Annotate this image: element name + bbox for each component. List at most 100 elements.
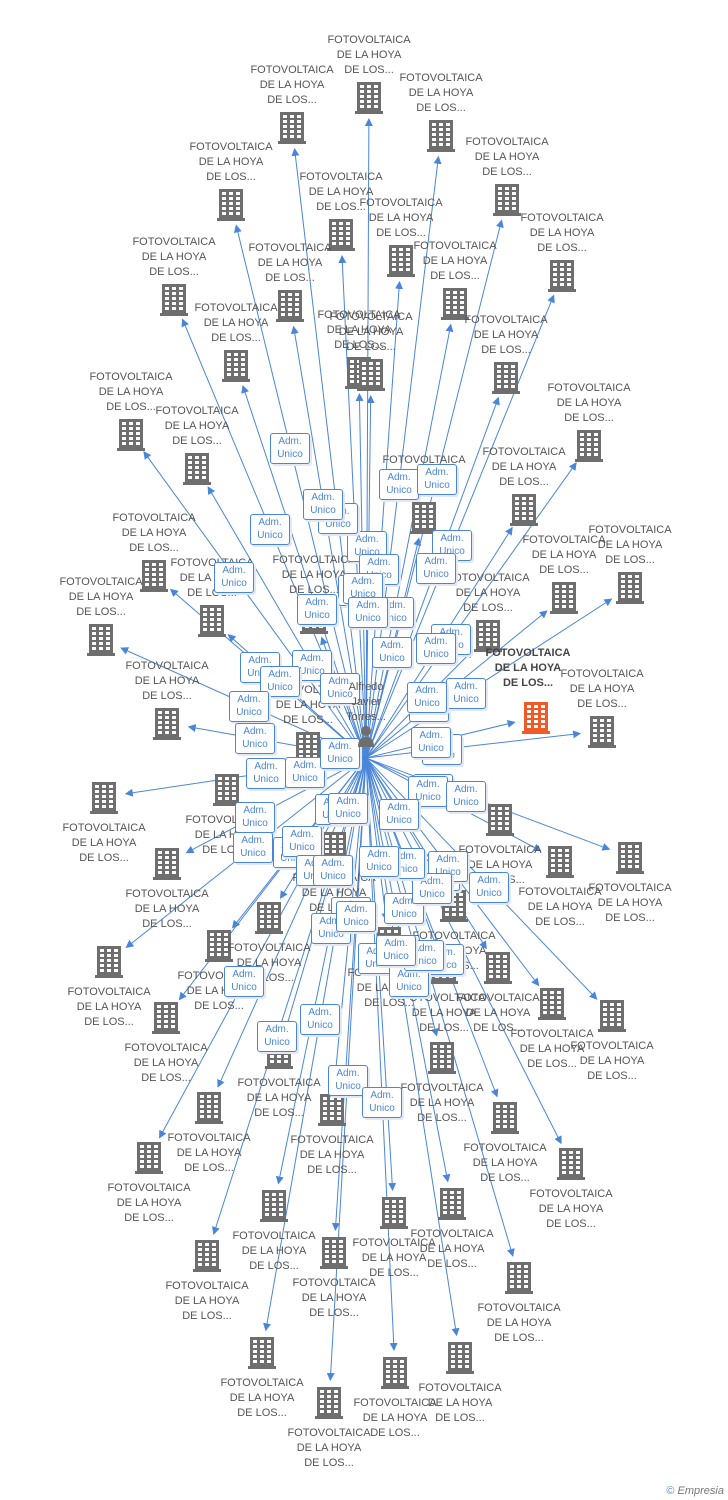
role-badge-36[interactable]: Adm. Unico bbox=[411, 727, 451, 758]
role-badge-41[interactable]: Adm. Unico bbox=[313, 855, 353, 886]
company-node-38[interactable]: FOTOVOLTAICA DE LA HOYA DE LOS... bbox=[564, 996, 660, 1084]
person-node[interactable]: Alfredo Javier Torres... bbox=[336, 680, 396, 752]
company-node-13[interactable]: FOTOVOLTAICA DE LA HOYA DE LOS... bbox=[458, 313, 554, 401]
role-badge-24[interactable]: Adm. Unico bbox=[235, 723, 275, 754]
company-node-21[interactable]: FOTOVOLTAICA DE LA HOYA DE LOS... bbox=[582, 523, 678, 611]
company-node-55[interactable]: FOTOVOLTAICA DE LA HOYA DE LOS... bbox=[412, 1338, 508, 1426]
role-badge-23[interactable]: Adm. Unico bbox=[407, 682, 447, 713]
role-badge-63[interactable]: Adm. Unico bbox=[320, 673, 360, 704]
role-badge-61[interactable]: Adm. Unico bbox=[379, 799, 419, 830]
company-node-43[interactable]: FOTOVOLTAICA DE LA HOYA DE LOS... bbox=[394, 1038, 490, 1126]
role-badge-26[interactable]: Adm. Unico bbox=[246, 758, 286, 789]
company-node-6[interactable]: FOTOVOLTAICA DE LA HOYA DE LOS... bbox=[353, 196, 449, 284]
company-node-37[interactable]: FOTOVOLTAICA DE LA HOYA DE LOS... bbox=[504, 984, 600, 1072]
company-node-23[interactable]: FOTOVOLTAICA DE LA HOYA DE LOS... bbox=[440, 571, 536, 659]
company-node-18[interactable]: FOTOVOLTAICA DE LA HOYA DE LOS... bbox=[106, 511, 202, 599]
company-node-0[interactable]: FOTOVOLTAICA DE LA HOYA DE LOS... bbox=[321, 33, 417, 121]
company-node-51[interactable]: FOTOVOLTAICA DE LA HOYA DE LOS... bbox=[471, 1258, 567, 1346]
company-node-31[interactable]: FOTOVOLTAICA DE LA HOYA DE LOS... bbox=[582, 838, 678, 926]
role-badge-49[interactable]: Adm. Unico bbox=[257, 1021, 297, 1052]
company-node-14[interactable]: FOTOVOLTAICA DE LA HOYA DE LOS... bbox=[83, 370, 179, 458]
company-node-15[interactable]: FOTOVOLTAICA DE LA HOYA DE LOS... bbox=[149, 404, 245, 492]
role-badge-2[interactable]: Adm. Unico bbox=[379, 469, 419, 500]
company-node-45[interactable]: FOTOVOLTAICA DE LA HOYA DE LOS... bbox=[523, 1144, 619, 1232]
role-badge-56[interactable]: Adm. Unico bbox=[348, 597, 388, 628]
company-node-50[interactable]: FOTOVOLTAICA DE LA HOYA DE LOS... bbox=[286, 1233, 382, 1321]
role-badge-13[interactable]: Adm. Unico bbox=[416, 553, 456, 584]
role-badge-4[interactable]: Adm. Unico bbox=[270, 433, 310, 464]
company-label: FOTOVOLTAICA DE LA HOYA DE LOS... bbox=[359, 197, 443, 239]
role-badge-45[interactable]: Adm. Unico bbox=[412, 873, 452, 904]
company-node-7[interactable]: FOTOVOLTAICA DE LA HOYA DE LOS... bbox=[514, 211, 610, 299]
company-node-35[interactable]: FOTOVOLTAICA DE LA HOYA DE LOS... bbox=[118, 998, 214, 1086]
company-node-2[interactable]: FOTOVOLTAICA DE LA HOYA DE LOS... bbox=[393, 71, 489, 159]
role-badge-38[interactable]: Adm. Unico bbox=[469, 872, 509, 903]
role-badge-31[interactable]: Adm. Unico bbox=[446, 781, 486, 812]
company-node-63[interactable]: FOTOVOLTAICA DE LA HOYA DE LOS... bbox=[266, 553, 362, 641]
company-node-9[interactable]: FOTOVOLTAICA DE LA HOYA DE LOS... bbox=[242, 241, 338, 329]
role-badge-62[interactable]: Adm. Unico bbox=[372, 637, 412, 668]
company-node-8[interactable]: FOTOVOLTAICA DE LA HOYA DE LOS... bbox=[126, 235, 222, 323]
company-node-20[interactable]: FOTOVOLTAICA DE LA HOYA DE LOS... bbox=[516, 533, 612, 621]
company-node-54[interactable]: FOTOVOLTAICA DE LA HOYA DE LOS... bbox=[347, 1353, 443, 1441]
company-node-34[interactable]: FOTOVOLTAICA DE LA HOYA DE LOS... bbox=[450, 948, 546, 1036]
company-node-highlighted[interactable] bbox=[488, 698, 584, 741]
role-badge-50[interactable]: Adm. Unico bbox=[336, 901, 376, 932]
company-node-17[interactable]: FOTOVOLTAICA DE LA HOYA DE LOS... bbox=[476, 445, 572, 533]
company-node-49[interactable]: FOTOVOLTAICA DE LA HOYA DE LOS... bbox=[159, 1236, 255, 1324]
company-node-1[interactable]: FOTOVOLTAICA DE LA HOYA DE LOS... bbox=[244, 63, 340, 151]
building-icon bbox=[183, 453, 211, 485]
building-icon bbox=[222, 350, 250, 382]
role-badge-11[interactable]: Adm. Unico bbox=[297, 594, 337, 625]
building-icon bbox=[381, 1357, 409, 1389]
company-node-25[interactable]: FOTOVOLTAICA DE LA HOYA DE LOS... bbox=[554, 667, 650, 755]
company-node-5[interactable]: FOTOVOLTAICA DE LA HOYA DE LOS... bbox=[293, 170, 389, 258]
company-node-40[interactable]: FOTOVOLTAICA DE LA HOYA DE LOS... bbox=[161, 1088, 257, 1176]
role-badge-8[interactable]: Adm. Unico bbox=[250, 514, 290, 545]
company-node-24[interactable]: FOTOVOLTAICA DE LA HOYA DE LOS... bbox=[119, 659, 215, 747]
company-node-42[interactable]: FOTOVOLTAICA DE LA HOYA DE LOS... bbox=[284, 1090, 380, 1178]
role-badge-21[interactable]: Adm. Unico bbox=[446, 678, 486, 709]
role-badge-52[interactable]: Adm. Unico bbox=[300, 1004, 340, 1035]
role-badge-9[interactable]: Adm. Unico bbox=[303, 489, 343, 520]
role-badge-53[interactable]: Adm. Unico bbox=[328, 1065, 368, 1096]
company-node-11[interactable]: FOTOVOLTAICA DE LA HOYA DE LOS... bbox=[188, 301, 284, 389]
role-badge-3[interactable]: Adm. Unico bbox=[417, 464, 457, 495]
role-badge-29[interactable]: Adm. Unico bbox=[235, 802, 275, 833]
company-node-44[interactable]: FOTOVOLTAICA DE LA HOYA DE LOS... bbox=[457, 1098, 553, 1186]
role-badge-14[interactable]: Adm. Unico bbox=[214, 562, 254, 593]
building-icon bbox=[278, 112, 306, 144]
company-node-30[interactable]: FOTOVOLTAICA DE LA HOYA DE LOS... bbox=[512, 842, 608, 930]
role-badge-27[interactable]: Adm. Unico bbox=[285, 757, 325, 788]
footer-brand[interactable]: © Empresia bbox=[666, 1485, 724, 1497]
building-icon bbox=[95, 946, 123, 978]
company-node-3[interactable]: FOTOVOLTAICA DE LA HOYA DE LOS... bbox=[459, 135, 555, 223]
company-node-29[interactable]: FOTOVOLTAICA DE LA HOYA DE LOS... bbox=[119, 844, 215, 932]
company-node-16[interactable]: FOTOVOLTAICA DE LA HOYA DE LOS... bbox=[541, 381, 637, 469]
role-badge-32[interactable]: Adm. Unico bbox=[233, 832, 273, 863]
role-badge-39[interactable]: Adm. Unico bbox=[224, 966, 264, 997]
role-badge-57[interactable]: Adm. Unico bbox=[320, 738, 360, 769]
role-badge-64[interactable]: Adm. Unico bbox=[328, 793, 368, 824]
role-badge-54[interactable]: Adm. Unico bbox=[362, 1087, 402, 1118]
edge-59 bbox=[365, 757, 390, 922]
company-node-47[interactable]: FOTOVOLTAICA DE LA HOYA DE LOS... bbox=[346, 1193, 442, 1281]
role-badge-35[interactable]: Adm. Unico bbox=[282, 826, 322, 857]
building-icon bbox=[248, 1337, 276, 1369]
role-badge-22[interactable]: Adm. Unico bbox=[229, 691, 269, 722]
company-node-52[interactable]: FOTOVOLTAICA DE LA HOYA DE LOS... bbox=[214, 1333, 310, 1421]
role-badge-55[interactable]: Adm. Unico bbox=[376, 935, 416, 966]
company-node-48[interactable]: FOTOVOLTAICA DE LA HOYA DE LOS... bbox=[404, 1184, 500, 1272]
company-node-22[interactable]: FOTOVOLTAICA DE LA HOYA DE LOS... bbox=[53, 575, 149, 663]
role-badge-17[interactable]: Adm. Unico bbox=[416, 633, 456, 664]
company-node-26[interactable]: FOTOVOLTAICA DE LA HOYA DE LOS... bbox=[56, 778, 152, 866]
company-node-56[interactable]: FOTOVOLTAICA DE LA HOYA DE LOS... bbox=[323, 310, 419, 398]
company-node-32[interactable]: FOTOVOLTAICA DE LA HOYA DE LOS... bbox=[61, 942, 157, 1030]
role-badge-30[interactable]: Adm. Unico bbox=[408, 776, 448, 807]
company-node-53[interactable]: FOTOVOLTAICA DE LA HOYA DE LOS... bbox=[281, 1383, 377, 1471]
company-node-4[interactable]: FOTOVOLTAICA DE LA HOYA DE LOS... bbox=[183, 140, 279, 228]
company-node-46[interactable]: FOTOVOLTAICA DE LA HOYA DE LOS... bbox=[226, 1186, 322, 1274]
company-node-10[interactable]: FOTOVOLTAICA DE LA HOYA DE LOS... bbox=[407, 239, 503, 327]
role-badge-59[interactable]: Adm. Unico bbox=[359, 846, 399, 877]
company-node-39[interactable]: FOTOVOLTAICA DE LA HOYA DE LOS... bbox=[101, 1138, 197, 1226]
